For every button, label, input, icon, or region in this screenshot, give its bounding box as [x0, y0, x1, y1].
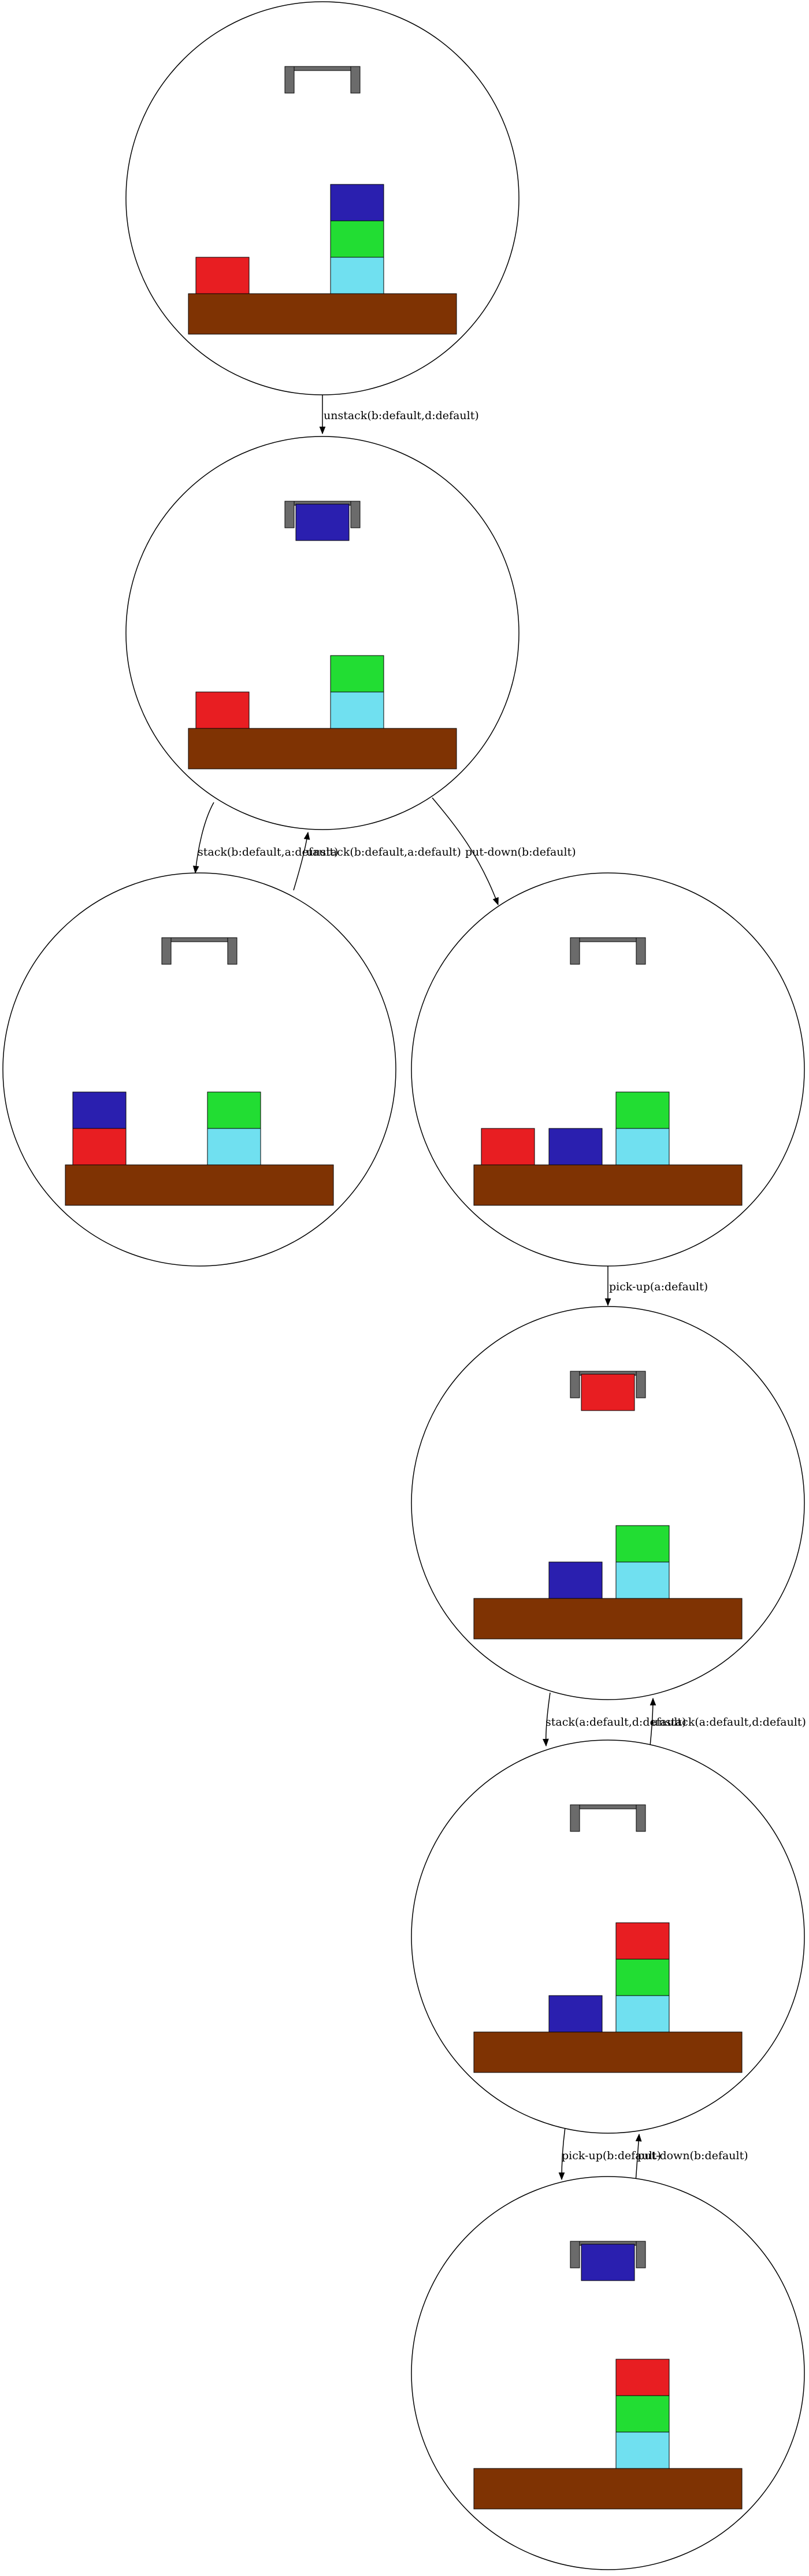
- transition-label: unstack(a:default,d:default): [651, 1716, 806, 1729]
- block-cyan: [615, 1995, 670, 2033]
- block-green: [330, 655, 384, 693]
- block-red: [72, 1128, 127, 1165]
- transition-edge: unstack(b:default,d:default): [319, 395, 479, 435]
- transition-arrow: [650, 1697, 656, 1746]
- gripper-icon: [284, 501, 361, 528]
- transition-label: put-down(b:default): [465, 846, 576, 858]
- state-node: [411, 1306, 805, 1700]
- state-node-boundary: [2, 872, 396, 1267]
- table-icon: [188, 728, 457, 769]
- block-green: [207, 1091, 261, 1129]
- gripper-icon: [161, 937, 237, 965]
- table-icon: [473, 2468, 743, 2510]
- state-node-boundary: [411, 1306, 805, 1700]
- transition-edge: unstack(b:default,a:default): [293, 831, 461, 891]
- table-icon: [65, 1164, 334, 1206]
- transition-arrow: [635, 2133, 642, 2183]
- block-red: [195, 257, 250, 294]
- held-block-red: [581, 1374, 635, 1411]
- block-green: [615, 1091, 670, 1129]
- state-node: [2, 872, 396, 1267]
- state-node: [125, 1, 519, 395]
- transition-arrow: [558, 2127, 566, 2181]
- block-red: [195, 691, 250, 729]
- gripper-icon: [570, 1804, 646, 1832]
- transition-arrow: [293, 831, 310, 891]
- transition-label: stack(a:default,d:default): [545, 1716, 686, 1729]
- state-node: [125, 436, 519, 830]
- state-node: [411, 872, 805, 1267]
- block-green: [615, 1525, 670, 1563]
- block-blue: [548, 1128, 603, 1165]
- block-red: [615, 1922, 670, 1960]
- transition-edge: pick-up(b:default): [558, 2127, 661, 2181]
- edges-layer: unstack(b:default,d:default)stack(b:defa…: [192, 395, 806, 2183]
- transition-edge: unstack(a:default,d:default): [650, 1697, 806, 1746]
- block-blue: [548, 1561, 603, 1599]
- block-red: [615, 2359, 670, 2396]
- transition-edge: stack(a:default,d:default): [543, 1692, 686, 1747]
- state-node: [411, 2176, 805, 2570]
- gripper-icon: [570, 1371, 646, 1398]
- transition-label: unstack(b:default,d:default): [324, 409, 479, 422]
- state-node-boundary: [411, 872, 805, 1267]
- held-block-blue: [295, 504, 350, 541]
- block-cyan: [615, 2431, 670, 2469]
- transition-arrow: [543, 1692, 551, 1747]
- table-icon: [473, 2031, 743, 2073]
- block-cyan: [207, 1128, 261, 1165]
- transition-label: pick-up(b:default): [562, 2149, 661, 2162]
- transition-edge: put-down(b:default): [432, 797, 576, 906]
- gripper-icon: [284, 66, 361, 94]
- table-icon: [473, 1164, 743, 1206]
- transition-arrow: [192, 802, 214, 874]
- table-icon: [473, 1598, 743, 1639]
- block-blue: [330, 184, 384, 221]
- transition-label: put-down(b:default): [637, 2149, 748, 2162]
- transition-edge: pick-up(a:default): [604, 1266, 708, 1306]
- state-node-boundary: [125, 1, 519, 395]
- block-cyan: [330, 257, 384, 294]
- state-node: [411, 1739, 805, 2134]
- state-node-boundary: [411, 1739, 805, 2134]
- table-icon: [188, 293, 457, 335]
- transition-label: pick-up(a:default): [609, 1280, 708, 1293]
- block-green: [615, 1959, 670, 1996]
- block-green: [615, 2395, 670, 2433]
- transition-arrow: [432, 797, 499, 906]
- block-cyan: [615, 1561, 670, 1599]
- block-green: [330, 220, 384, 258]
- gripper-icon: [570, 2241, 646, 2268]
- block-cyan: [615, 1128, 670, 1165]
- state-node-boundary: [125, 436, 519, 830]
- block-red: [481, 1128, 535, 1165]
- held-block-blue: [581, 2244, 635, 2281]
- state-node-boundary: [411, 2176, 805, 2570]
- gripper-icon: [570, 937, 646, 965]
- block-blue: [548, 1995, 603, 2033]
- transition-label: unstack(b:default,a:default): [306, 846, 461, 858]
- transition-edge: put-down(b:default): [635, 2133, 748, 2183]
- block-cyan: [330, 691, 384, 729]
- block-blue: [72, 1091, 127, 1129]
